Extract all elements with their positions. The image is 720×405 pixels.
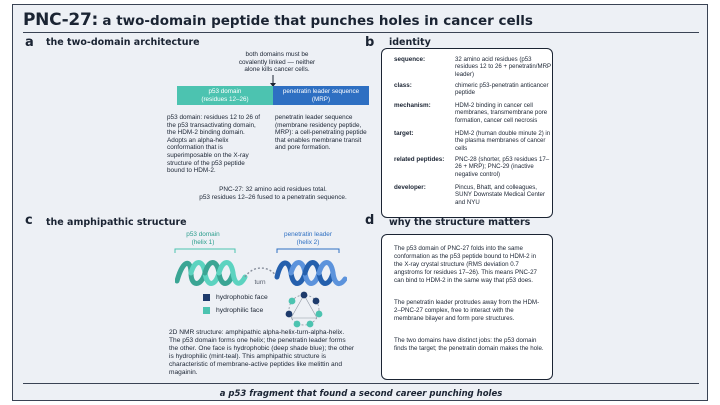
panel-c-heading: the amphipathic structure — [46, 217, 187, 228]
identity-label-mechanism: mechanism: — [394, 102, 431, 109]
panel-a-letter: a — [25, 35, 34, 50]
linker-note: both domains must be covalently linked —… — [238, 51, 316, 74]
why-structure-matters-box: The p53 domain of PNC-27 folds into the … — [381, 234, 553, 380]
title-divider — [23, 32, 699, 33]
panel-b-letter: b — [365, 35, 375, 50]
identity-table: sequence: 32 amino acid residues (p53 re… — [381, 48, 553, 218]
helix-2-sub: (helix 2) — [296, 238, 320, 246]
why-paragraph-3: The two domains have distinct jobs: the … — [394, 337, 544, 352]
helix-2-bracket — [276, 248, 340, 253]
identity-label-sequence: sequence: — [394, 56, 426, 63]
identity-label-developer: developer: — [394, 184, 426, 191]
why-paragraph-1: The p53 domain of PNC-27 folds into the … — [394, 245, 537, 284]
wheel-residue-hydrophobic — [312, 297, 320, 305]
hydrophobic-legend-label: hydrophobic face — [216, 294, 268, 301]
identity-value-mechanism: HDM-2 binding in cancer cell membranes, … — [455, 102, 548, 124]
penetratin-domain-bar: penetratin leader sequence (MRP) — [273, 86, 369, 105]
helix-1-name: p53 domain — [186, 231, 220, 238]
wheel-residue-hydrophobic — [300, 291, 308, 299]
panel-d-letter: d — [365, 213, 375, 228]
why-paragraph-2: The penetratin leader protrudes away fro… — [394, 299, 540, 322]
p53-domain-bar: p53 domain (residues 12–26) — [177, 86, 273, 105]
helical-wheel-diagram — [285, 291, 323, 328]
panel-b-heading: identity — [389, 37, 431, 48]
wheel-residue-hydrophobic — [285, 310, 293, 318]
wheel-residue-hydrophilic — [288, 297, 296, 305]
panel-d-heading: why the structure matters — [389, 217, 531, 228]
turn-label: turn — [254, 279, 266, 286]
helix-1-sub: (helix 1) — [191, 238, 215, 246]
footer-tagline: a p53 fragment that found a second caree… — [219, 389, 503, 399]
wheel-residue-hydrophilic — [293, 320, 301, 328]
identity-label-class: class: — [394, 82, 412, 89]
identity-value-developer: Pincus, Bhatt, and colleagues, SUNY Down… — [455, 184, 545, 206]
helix-1-bracket — [174, 248, 236, 253]
title-sub: a two-domain peptide that punches holes … — [102, 13, 533, 29]
hydrophobic-swatch — [203, 294, 210, 301]
summary-line-1: PNC-27: 32 amino acid residues total. — [219, 186, 327, 193]
p53-domain-name: p53 domain — [208, 88, 242, 95]
page-title: PNC-27: a two-domain peptide that punche… — [23, 10, 533, 30]
identity-value-target: HDM-2 (human double minute 2) in the pla… — [455, 130, 551, 152]
identity-label-target: target: — [394, 130, 414, 137]
identity-label-related: related peptides: — [394, 156, 445, 163]
penetratin-domain-description: penetratin leader sequence (membrane res… — [275, 114, 367, 152]
penetratin-domain-name: penetratin leader sequence — [282, 88, 360, 95]
helix-2-name: penetratin leader — [284, 231, 332, 238]
footer-divider — [23, 383, 699, 384]
poster: PNC-27: a two-domain peptide that punche… — [12, 4, 708, 401]
helix-2-label: penetratin leader (helix 2) — [268, 231, 348, 246]
panel-c-letter: c — [25, 213, 33, 228]
turn-loop — [244, 267, 278, 278]
p53-domain-range: (residues 12–26) — [201, 95, 249, 103]
helix-turn-helix-diagram — [175, 260, 347, 286]
helix-2-coils — [274, 260, 347, 286]
structure-caption: 2D NMR structure: amphipathic alpha-heli… — [169, 329, 355, 376]
title-main: PNC-27: — [23, 10, 98, 30]
hydrophilic-legend-label: hydrophilic face — [216, 307, 264, 314]
wheel-residue-hydrophilic — [306, 320, 314, 328]
summary-line-2: p53 residues 12–26 fused to a penetratin… — [199, 194, 347, 201]
panel-a-heading: the two-domain architecture — [46, 37, 200, 48]
identity-value-sequence: 32 amino acid residues (p53 residues 12 … — [455, 56, 551, 78]
penetratin-domain-abbrev: (MRP) — [311, 95, 331, 103]
wheel-residue-hydrophilic — [315, 310, 323, 318]
p53-domain-description: p53 domain: residues 12 to 26 of the p53… — [167, 114, 261, 175]
identity-value-related: PNC-28 (shorter, p53 residues 17–26 + MR… — [455, 156, 550, 178]
helix-1-coils — [175, 260, 248, 286]
helix-1-label: p53 domain (helix 1) — [173, 231, 233, 246]
hydrophilic-swatch — [203, 307, 210, 314]
identity-value-class: chimeric p53-penetratin anticancer pepti… — [455, 82, 549, 97]
linker-arrow — [270, 75, 276, 87]
